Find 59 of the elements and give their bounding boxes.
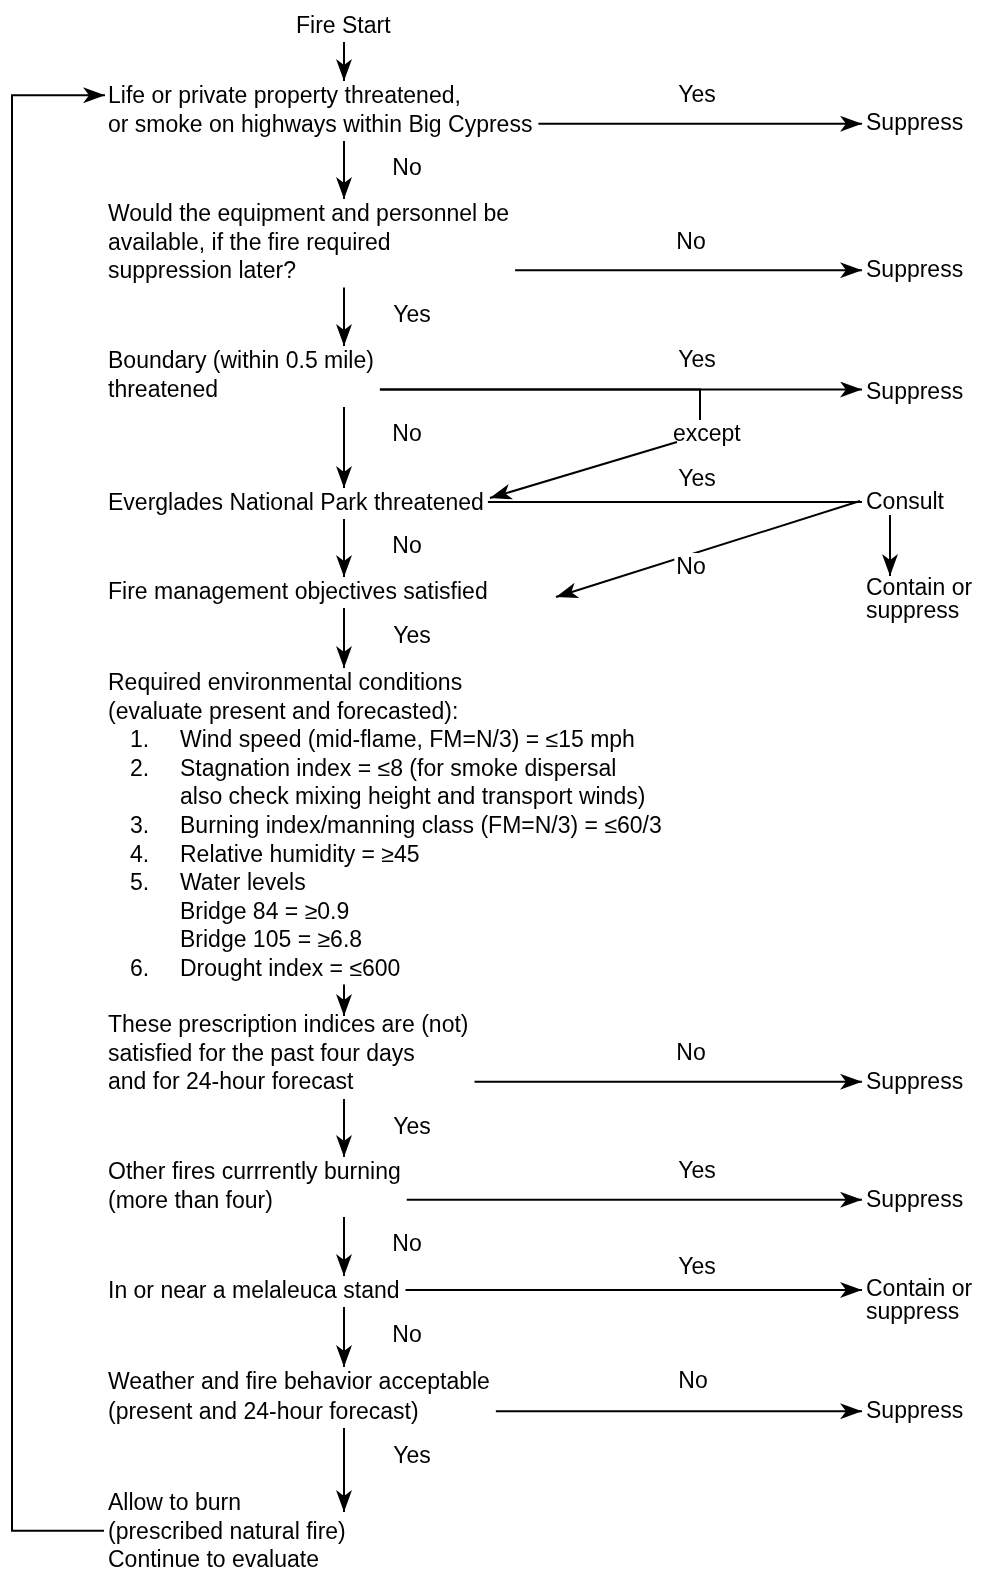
decision-text: These prescription indices are (not) satisfied for the past four days and for 24-hour forecast [108,1010,469,1097]
outcome-label: Consult [866,487,944,515]
list-number: 4. [129,839,151,869]
outcome-label: Suppress [866,377,964,405]
arrow [336,607,352,669]
list-number: 2. [129,753,151,783]
arrow [537,115,863,132]
list-item: Relative humidity = ≥45 [180,839,421,869]
list-item: Water levels [180,868,307,897]
arrow [336,406,352,489]
arrow [336,41,352,82]
connector-line [378,388,701,421]
outcome-label: Suppress [866,1185,964,1213]
connector-line [486,501,863,503]
decision-text: Life or private property threatened, or smoke on highways within Big Cypress [108,81,533,138]
outcome-label: Suppress [866,1067,964,1095]
arrow [336,1098,352,1158]
arrow [336,140,352,200]
conditions-heading: Required environmental conditions (evaluate present and forecasted): [108,668,464,726]
outcome-label: Suppress [866,1396,964,1424]
arrow [555,500,861,598]
list-number: 5. [129,868,151,897]
list-item: Bridge 84 = ≥0.9 [180,896,351,926]
decision-text: Other fires currrently burning (more than four) [108,1157,401,1214]
arrow [11,87,106,1532]
arrow [882,514,898,577]
list-number: 3. [129,810,151,840]
outcome-label: Suppress [866,255,964,283]
list-item: Burning index/manning class (FM=N/3) = ≤60/3 [180,810,663,840]
arrow [336,1427,352,1513]
list-item: Wind speed (mid-flame, FM=N/3) = ≤15 mph [180,725,636,754]
decision-text: Would the equipment and personnel be available, if the fire required suppression later? [108,199,510,285]
branch-note: except [673,420,741,446]
arrow [404,1282,863,1298]
outcome-label: Suppress [866,108,964,136]
list-number: 1. [129,725,151,754]
decision-text: Everglades National Park threatened [108,488,484,516]
decision-text: Fire management objectives satisfied [108,577,488,605]
arrow [488,441,678,500]
arrow [336,983,352,1017]
step-text: Allow to burn (prescribed natural fire) Continue to evaluate [108,1488,346,1574]
arrow [473,1073,863,1090]
decision-text: In or near a melaleuca stand [108,1276,400,1304]
outcome-label: Contain or suppress [866,1277,973,1323]
arrow [336,518,352,578]
decision-text: Weather and fire behavior acceptable (present and 24-hour forecast) [108,1367,490,1426]
arrow [336,286,352,347]
arrow [336,1306,352,1368]
decision-text: Boundary (within 0.5 mile) threatened [108,346,374,404]
list-item: Stagnation index = ≤8 (for smoke dispersal also check mixing height and transport winds) [180,753,647,811]
arrow [514,262,863,279]
arrow [336,1216,352,1277]
arrow [494,1403,863,1420]
list-item: Drought index = ≤600 [180,953,402,983]
outcome-label: Contain or suppress [866,576,973,622]
start-label: Fire Start [296,11,391,39]
arrow [405,1191,863,1208]
list-number: 6. [129,953,151,983]
list-item: Bridge 105 = ≥6.8 [180,925,364,954]
